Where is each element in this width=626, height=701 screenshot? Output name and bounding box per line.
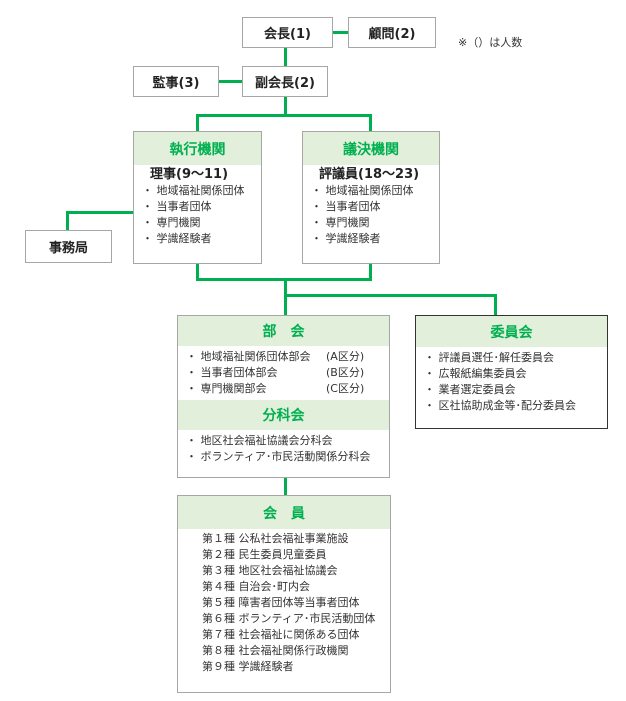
connector: [369, 264, 372, 280]
class-label: (C区分): [326, 382, 365, 395]
list-item: ・ 地域福祉関係団体: [311, 184, 414, 197]
committee-box: 委員会 ・ 評議員選任･解任委員会 ・ 広報紙編集委員会 ・ 業者選定委員会 ・…: [415, 315, 608, 429]
connector: [284, 478, 287, 495]
list-item: 第８種 社会福祉関係行政機関: [202, 644, 349, 657]
list-item: ・ 広報紙編集委員会: [424, 367, 527, 380]
connector: [284, 294, 496, 297]
list-item: ・ 評議員選任･解任委員会: [424, 351, 554, 364]
executive-title: 執行機関: [134, 132, 261, 165]
list-item: 第２種 民生委員児童委員: [202, 548, 327, 561]
list-item: ・ 地域福祉関係団体: [142, 184, 245, 197]
members-box: 会 員 第１種 公私社会福祉事業施設 第２種 民生委員児童委員 第３種 地区社会…: [177, 495, 391, 693]
committee-title: 委員会: [416, 316, 607, 347]
bukai-title: 部 会: [178, 316, 389, 346]
list-item: 第１種 公私社会福祉事業施設: [202, 532, 349, 545]
connector: [284, 48, 287, 66]
list-item: ・ 専門機関: [142, 216, 201, 229]
connector: [66, 211, 69, 230]
list-item: 第９種 学識経験者: [202, 660, 294, 673]
connector: [284, 97, 287, 116]
bunkakai-title: 分科会: [178, 400, 389, 430]
connector: [196, 114, 199, 131]
list-item: ・ 地区社会福祉協議会分科会: [186, 434, 333, 447]
members-title: 会 員: [178, 496, 390, 529]
advisor-box: 顧問(2): [348, 17, 436, 48]
note-text: ※（）は人数: [458, 36, 523, 49]
auditor-box: 監事(3): [133, 66, 219, 97]
list-item: ・ 専門機関部会: [186, 382, 267, 395]
list-item: ・ 学識経験者: [311, 232, 381, 245]
list-item: 第３種 地区社会福祉協議会: [202, 564, 338, 577]
connector: [369, 114, 372, 131]
connector: [66, 211, 133, 214]
list-item: ・ 当事者団体: [142, 200, 212, 213]
connector: [219, 80, 242, 83]
connector: [196, 114, 372, 117]
list-item: ・ 当事者団体: [311, 200, 381, 213]
list-item: 第７種 社会福祉に関係ある団体: [202, 628, 360, 641]
executive-box: 執行機関 理事(9～11) ・ 地域福祉関係団体 ・ 当事者団体 ・ 専門機関 …: [133, 131, 262, 264]
connector: [196, 264, 199, 280]
executive-subtitle: 理事(9～11): [150, 167, 229, 182]
chairman-box: 会長(1): [242, 17, 333, 48]
list-item: ・ 区社協助成金等･配分委員会: [424, 399, 576, 412]
legislative-subtitle: 評議員(18～23): [319, 167, 420, 182]
vice-chairman-box: 副会長(2): [242, 66, 328, 97]
list-item: ・ 学識経験者: [142, 232, 212, 245]
list-item: 第４種 自治会･町内会: [202, 580, 310, 593]
list-item: ・ 業者選定委員会: [424, 383, 516, 396]
legislative-box: 議決機関 評議員(18～23) ・ 地域福祉関係団体 ・ 当事者団体 ・ 専門機…: [302, 131, 440, 264]
list-item: 第５種 障害者団体等当事者団体: [202, 596, 360, 609]
list-item: ・ ボランティア･市民活動関係分科会: [186, 450, 371, 463]
class-label: (A区分): [326, 350, 365, 363]
legislative-title: 議決機関: [303, 132, 439, 165]
connector: [333, 31, 348, 34]
list-item: ・ 地域福祉関係団体部会: [186, 350, 311, 363]
connector: [494, 294, 497, 315]
list-item: ・ 当事者団体部会: [186, 366, 278, 379]
list-item: ・ 専門機関: [311, 216, 370, 229]
secretariat-box: 事務局: [25, 230, 112, 263]
list-item: 第６種 ボランティア･市民活動団体: [202, 612, 376, 625]
bukai-box: 部 会 ・ 地域福祉関係団体部会 (A区分) ・ 当事者団体部会 (B区分) ・ 専…: [177, 315, 390, 478]
class-label: (B区分): [326, 366, 365, 379]
